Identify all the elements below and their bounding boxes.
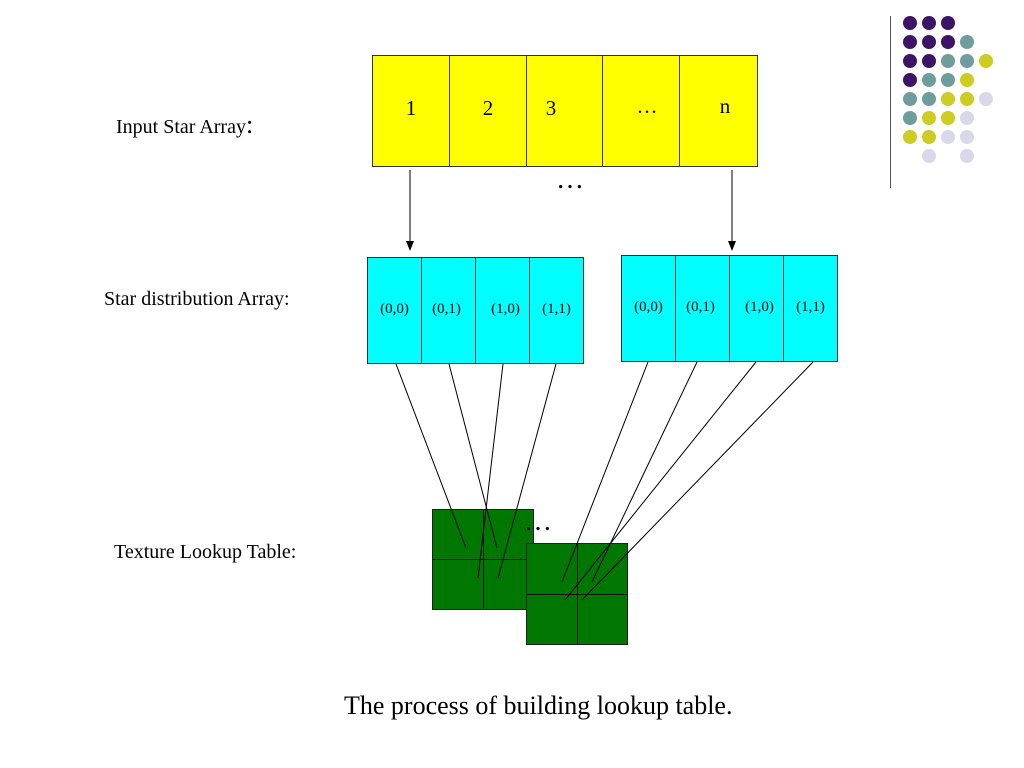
texture-table-ellipsis: … [524, 506, 554, 537]
label-colon: : [245, 110, 254, 139]
decorative-dot [960, 73, 974, 87]
distribution-cell: (1,1) [796, 299, 825, 315]
decorative-dot [922, 16, 936, 30]
input-cell: n [719, 94, 731, 118]
grid-line-horizontal [527, 594, 627, 595]
decorative-dot [922, 73, 936, 87]
cell-divider [679, 56, 680, 166]
decorative-dot [941, 130, 955, 144]
decorative-dot [960, 35, 974, 49]
decorative-dot [979, 92, 993, 106]
cell-divider [529, 258, 530, 363]
texture-lookup-table-2 [526, 543, 628, 645]
decorative-dot [960, 130, 974, 144]
decorative-dot [903, 54, 917, 68]
distribution-cell: (1,0) [745, 299, 774, 315]
decorative-dot [922, 35, 936, 49]
star-distribution-array-2: (0,0) (0,1) (1,0) (1,1) [621, 255, 838, 362]
label-star-distribution-array: Star distribution Array: [104, 288, 290, 310]
decorative-dot [903, 92, 917, 106]
decorative-dot [922, 92, 936, 106]
distribution-cell: (1,1) [542, 301, 571, 317]
decorative-dot-grid [900, 14, 1010, 164]
input-cell: 2 [482, 96, 494, 120]
decorative-dot [903, 35, 917, 49]
cell-divider [729, 256, 730, 361]
decorative-dot [979, 54, 993, 68]
input-star-array: 1 2 3 … n [372, 55, 758, 167]
texture-lookup-table-1 [432, 509, 534, 610]
decorative-dot [941, 35, 955, 49]
input-cell: 1 [405, 96, 417, 120]
decorative-dot [960, 92, 974, 106]
input-cell: … [636, 94, 658, 118]
decorative-dot [941, 16, 955, 30]
decorative-dot [960, 111, 974, 125]
label-input-star-array: Input Star Array: [116, 110, 253, 140]
distribution-cell: (0,0) [634, 299, 663, 315]
distribution-cell: (0,0) [380, 301, 409, 317]
grid-line-horizontal [433, 559, 533, 560]
decorative-dot [903, 130, 917, 144]
decorative-dot [903, 111, 917, 125]
decorative-dot [903, 73, 917, 87]
cell-divider [526, 56, 527, 166]
decorative-dot [903, 16, 917, 30]
decorative-dot [941, 92, 955, 106]
input-array-ellipsis: … [556, 164, 586, 195]
distribution-cell: (0,1) [432, 301, 461, 317]
decorative-dot [960, 149, 974, 163]
cell-divider [675, 256, 676, 361]
decorative-divider [890, 16, 891, 188]
cell-divider [421, 258, 422, 363]
cell-divider [783, 256, 784, 361]
decorative-dot [922, 54, 936, 68]
cell-divider [449, 56, 450, 166]
cell-divider [602, 56, 603, 166]
decorative-dot [941, 111, 955, 125]
input-cell: 3 [545, 96, 557, 120]
distribution-cell: (0,1) [686, 299, 715, 315]
star-distribution-array-1: (0,0) (0,1) (1,0) (1,1) [367, 257, 584, 364]
decorative-dot [922, 130, 936, 144]
label-text: Input Star Array [116, 116, 246, 138]
decorative-dot [960, 54, 974, 68]
figure-caption: The process of building lookup table. [344, 691, 733, 720]
decorative-dot [941, 54, 955, 68]
label-texture-lookup-table: Texture Lookup Table: [114, 541, 297, 563]
cell-divider [475, 258, 476, 363]
decorative-dot [922, 111, 936, 125]
decorative-dot [941, 73, 955, 87]
distribution-cell: (1,0) [491, 301, 520, 317]
decorative-dot [922, 149, 936, 163]
